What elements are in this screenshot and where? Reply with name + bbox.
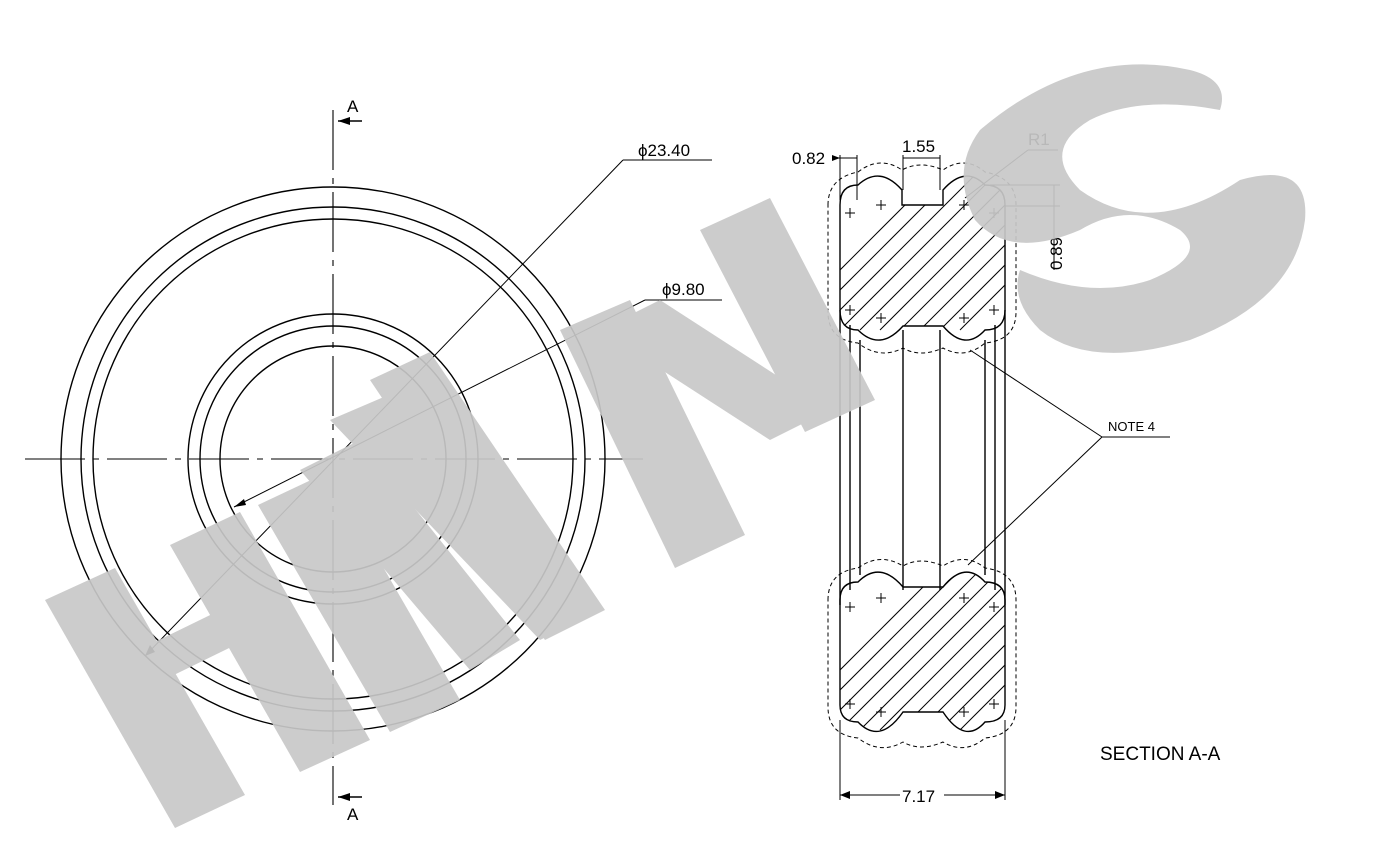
dim-1-55-lines — [902, 155, 941, 190]
top-section-hatch — [840, 176, 1005, 331]
section-title: SECTION A-A — [1100, 744, 1221, 765]
section-arrowhead-top — [338, 117, 350, 125]
bottom-section-hatch — [840, 572, 1005, 731]
dim-1-55-label: 1.55 — [902, 137, 935, 156]
inner-diameter-arrowhead — [234, 499, 246, 507]
outer-diameter-label: ϕ23.40 — [638, 141, 690, 160]
dim-0-89-label: 0.89 — [1047, 237, 1066, 270]
plus-markers — [845, 200, 999, 717]
section-label-bottom: A — [347, 805, 359, 824]
note-leader-lower — [967, 436, 1103, 566]
dim-width-label: 7.17 — [902, 787, 935, 806]
dim-0-82-arrowhead — [832, 155, 840, 161]
section-arrowhead-bottom — [338, 793, 350, 801]
note-label: NOTE 4 — [1108, 419, 1155, 434]
bottom-section-body — [839, 571, 1006, 733]
dim-0-82-lines — [832, 155, 858, 200]
note-leader-upper — [969, 349, 1103, 438]
bore-walls — [839, 310, 1006, 605]
dim-width-arrow-right — [995, 791, 1005, 799]
dim-width-arrow-left — [840, 791, 850, 799]
section-view: 0.82 1.55 R1 0.89 NOTE 4 — [792, 130, 1221, 806]
top-section-dashed-outline — [827, 162, 1017, 354]
section-label-top: A — [347, 97, 359, 116]
inner-diameter-label: ϕ9.80 — [662, 280, 705, 299]
dim-width-label-bg — [900, 783, 944, 805]
dim-0-82-label: 0.82 — [792, 149, 825, 168]
bottom-section-dashed-outline — [827, 559, 1017, 749]
watermark-logo — [45, 64, 1306, 828]
